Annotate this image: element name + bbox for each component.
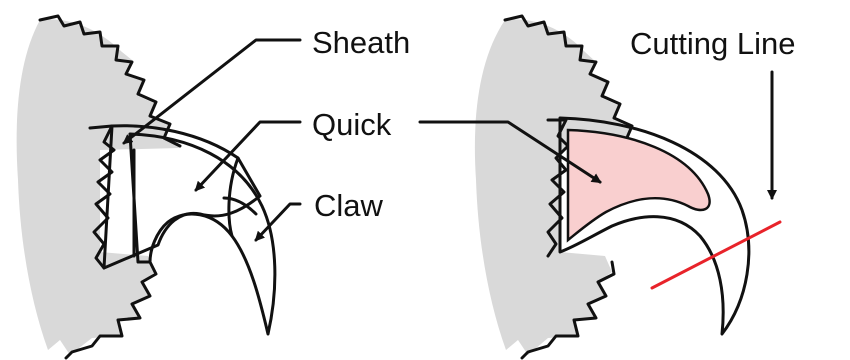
quick-left-pointer-arrow: [196, 122, 300, 190]
left-quick-boundary: [134, 150, 238, 256]
left-claw-shape: [130, 134, 275, 334]
right-paw-figure: [475, 16, 749, 358]
right-quick-shape: [568, 130, 710, 240]
label-sheath: Sheath: [312, 25, 410, 60]
cutting-line: [652, 222, 780, 288]
label-claw: Claw: [314, 188, 384, 223]
left-fur-shape: [17, 19, 180, 355]
label-quick: Quick: [312, 107, 392, 142]
label-cutting-line: Cutting Line: [630, 26, 795, 61]
left-paw-figure: [17, 16, 275, 358]
